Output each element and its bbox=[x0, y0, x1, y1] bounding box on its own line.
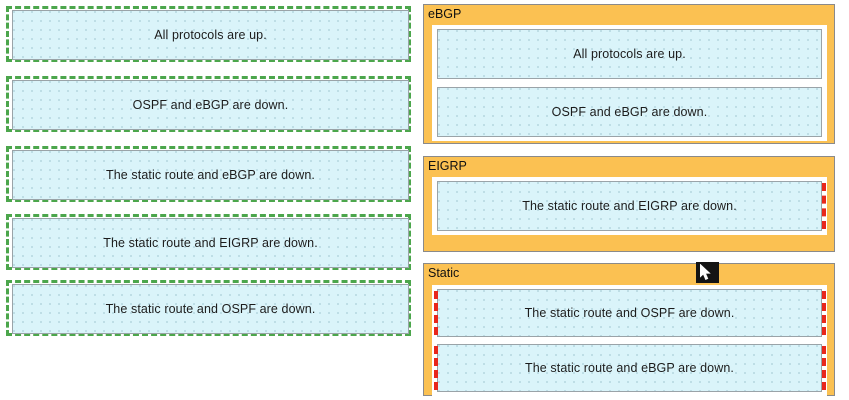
placed-option-card[interactable]: All protocols are up. bbox=[437, 29, 822, 79]
option-label: The static route and OSPF are down. bbox=[105, 302, 316, 316]
option-label: The static route and eBGP are down. bbox=[525, 361, 734, 375]
option-label: OSPF and eBGP are down. bbox=[132, 98, 289, 112]
option-label: The static route and eBGP are down. bbox=[106, 168, 315, 182]
option-card[interactable]: All protocols are up. bbox=[12, 10, 409, 60]
option-label: The static route and EIGRP are down. bbox=[522, 199, 737, 213]
target-panel-column: eBGP All protocols are up. OSPF and eBGP a… bbox=[423, 0, 849, 400]
option-label: The static route and OSPF are down. bbox=[524, 306, 735, 320]
placed-option-card[interactable]: The static route and EIGRP are down. bbox=[437, 181, 822, 231]
panel-title: eBGP bbox=[428, 7, 462, 21]
source-option-slot[interactable]: The static route and EIGRP are down. bbox=[6, 214, 411, 270]
target-panel[interactable]: EIGRP The static route and EIGRP are down… bbox=[423, 156, 835, 252]
option-card[interactable]: The static route and eBGP are down. bbox=[12, 150, 409, 200]
drag-accent-right bbox=[822, 346, 826, 390]
drag-accent-right bbox=[822, 291, 826, 335]
source-option-slot[interactable]: OSPF and eBGP are down. bbox=[6, 76, 411, 132]
target-panel[interactable]: eBGP All protocols are up. OSPF and eBGP a… bbox=[423, 4, 835, 144]
panel-title: Static bbox=[428, 266, 460, 280]
option-label: All protocols are up. bbox=[154, 28, 267, 42]
placed-option-card[interactable]: The static route and eBGP are down. bbox=[437, 344, 822, 392]
option-label: OSPF and eBGP are down. bbox=[551, 105, 708, 119]
source-option-slot[interactable]: All protocols are up. bbox=[6, 6, 411, 62]
drag-accent-right bbox=[822, 183, 826, 229]
option-label: All protocols are up. bbox=[573, 47, 686, 61]
panel-title: EIGRP bbox=[428, 159, 467, 173]
option-card[interactable]: The static route and OSPF are down. bbox=[12, 284, 409, 334]
option-card[interactable]: The static route and EIGRP are down. bbox=[12, 218, 409, 268]
option-label: The static route and EIGRP are down. bbox=[103, 236, 318, 250]
source-option-slot[interactable]: The static route and eBGP are down. bbox=[6, 146, 411, 202]
drag-accent-left bbox=[434, 346, 438, 390]
option-card[interactable]: OSPF and eBGP are down. bbox=[12, 80, 409, 130]
source-option-slot[interactable]: The static route and OSPF are down. bbox=[6, 280, 411, 336]
placed-option-card[interactable]: OSPF and eBGP are down. bbox=[437, 87, 822, 137]
source-option-pool: All protocols are up. OSPF and eBGP are d… bbox=[0, 0, 420, 400]
drag-accent-left bbox=[434, 291, 438, 335]
placed-option-card[interactable]: The static route and OSPF are down. bbox=[437, 289, 822, 337]
